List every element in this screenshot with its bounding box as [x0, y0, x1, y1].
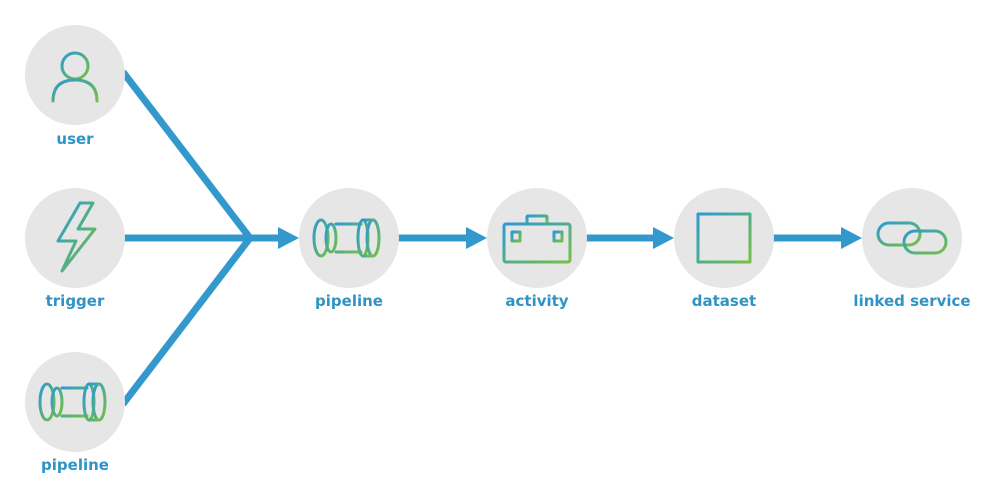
node-linked-service-circle — [862, 188, 962, 288]
node-pipeline-source[interactable]: pipeline — [25, 352, 125, 474]
node-trigger[interactable]: trigger — [25, 188, 125, 310]
node-activity-label: activity — [505, 292, 568, 310]
node-dataset-label: dataset — [692, 292, 756, 310]
node-linked-service-label: linked service — [853, 292, 970, 310]
connectors — [120, 69, 862, 407]
lightning-bolt-icon — [56, 201, 97, 273]
arrowhead-to-linked-service — [841, 227, 862, 249]
node-activity[interactable]: activity — [487, 188, 587, 310]
node-pipeline-label: pipeline — [315, 292, 383, 310]
chain-link-icon — [876, 221, 948, 255]
arrowhead-to-activity — [466, 227, 487, 249]
pipeline-icon — [312, 218, 381, 258]
node-trigger-circle — [25, 188, 125, 288]
node-pipeline-circle — [299, 188, 399, 288]
node-user-circle — [25, 25, 125, 125]
node-pipeline-source-circle — [25, 352, 125, 452]
toolbox-icon — [502, 214, 572, 264]
node-linked-service[interactable]: linked service — [853, 188, 971, 310]
table-grid-icon — [696, 212, 752, 264]
connector-pipeline-source-to-junction — [120, 235, 253, 407]
user-icon — [51, 51, 99, 103]
node-pipeline[interactable]: pipeline — [299, 188, 399, 310]
arrowhead-to-pipeline — [278, 227, 299, 249]
node-dataset[interactable]: dataset — [674, 188, 774, 310]
arrowhead-to-dataset — [653, 227, 674, 249]
connector-user-to-junction — [120, 69, 253, 241]
node-pipeline-source-label: pipeline — [41, 456, 109, 474]
node-trigger-label: trigger — [46, 292, 105, 310]
node-activity-circle — [487, 188, 587, 288]
pipeline-icon — [38, 382, 107, 422]
node-user-label: user — [56, 130, 94, 148]
node-user[interactable]: user — [25, 25, 125, 148]
